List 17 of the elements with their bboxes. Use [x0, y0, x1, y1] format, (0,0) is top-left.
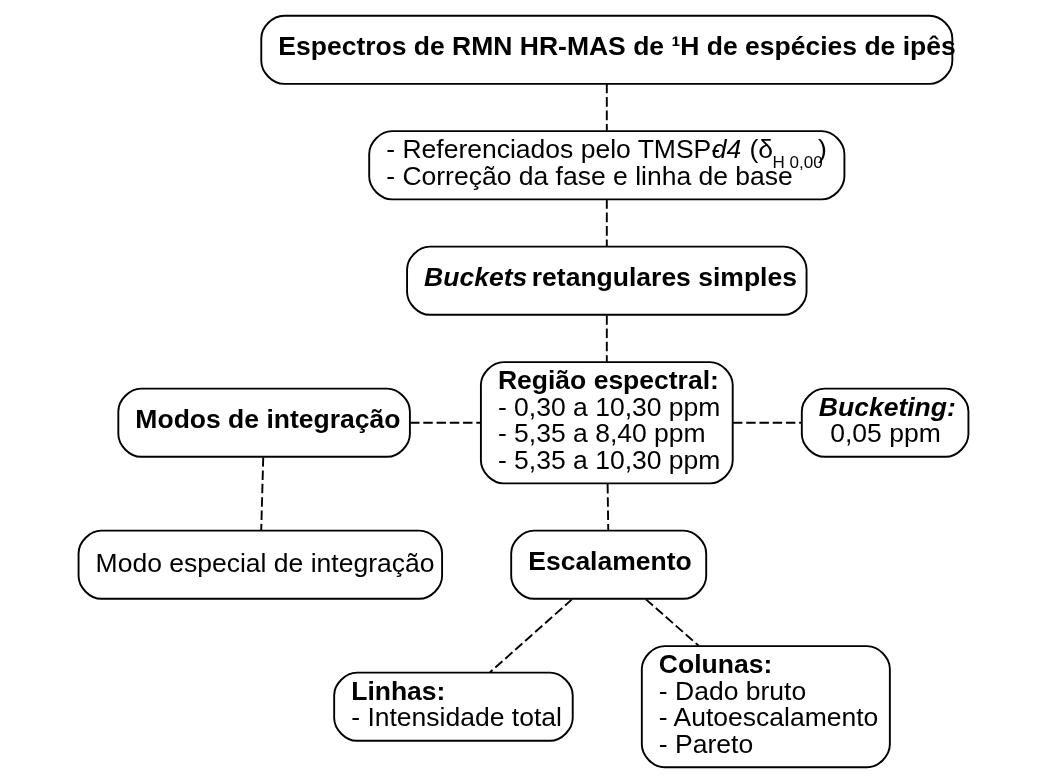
node-box: Buckets retangulares simples	[405, 245, 807, 316]
connector	[731, 421, 802, 424]
node-box: Modos de integração	[116, 387, 411, 458]
connector	[644, 598, 700, 647]
connector	[605, 198, 608, 248]
node-box: Bucketing: 0,05 ppm	[800, 387, 969, 458]
node-box: Linhas: - Intensidade total	[332, 671, 574, 742]
node-box: Modo especial de integração	[77, 529, 443, 600]
connector	[408, 421, 482, 424]
node-box: Escalamento	[509, 529, 707, 600]
connector	[259, 456, 264, 532]
connector	[488, 598, 573, 674]
connector	[606, 483, 609, 532]
node-box: Região espectral: - 0,30 a 10,30 ppm - 5,35 a 8,40 ppm - 5,35 a 10,30 ppm	[479, 361, 734, 485]
connector	[605, 83, 608, 132]
connector	[605, 314, 608, 363]
node-box: Colunas: - Dado bruto - Autoescalamento - Pareto	[640, 645, 891, 769]
